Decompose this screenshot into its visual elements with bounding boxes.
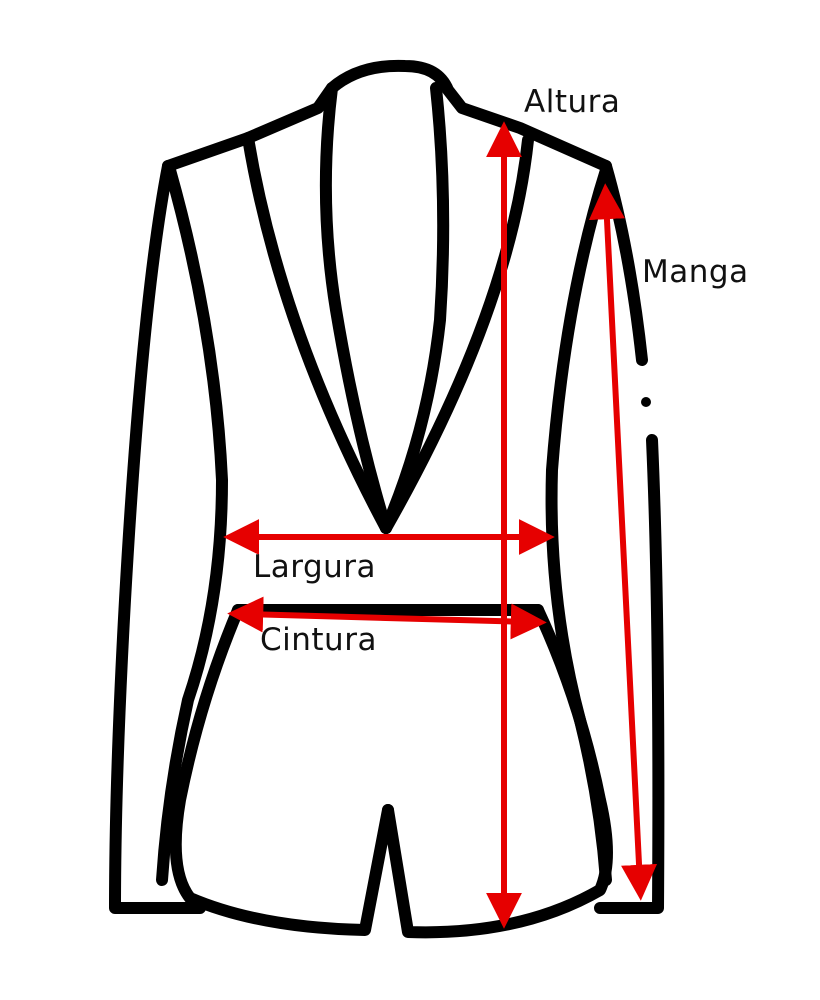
left-side xyxy=(109,160,206,914)
sleeve-seam-dot xyxy=(641,397,651,407)
sleeve-arrow xyxy=(588,183,658,901)
lower-left-panel xyxy=(169,604,394,936)
measurement-arrows xyxy=(223,121,658,929)
lower-right-panel xyxy=(382,604,613,939)
left-lapel-outer xyxy=(242,132,392,534)
waist-label: Cintura xyxy=(260,622,377,658)
sleeve-label: Manga xyxy=(642,254,749,290)
left-inner-seam xyxy=(156,164,228,886)
jacket-outline xyxy=(109,59,665,939)
height-label: Altura xyxy=(524,84,620,120)
waist-arrow xyxy=(227,596,547,640)
width-label: Largura xyxy=(253,549,376,585)
left-lapel-inner xyxy=(319,82,392,534)
right-lapel-inner xyxy=(380,82,450,534)
